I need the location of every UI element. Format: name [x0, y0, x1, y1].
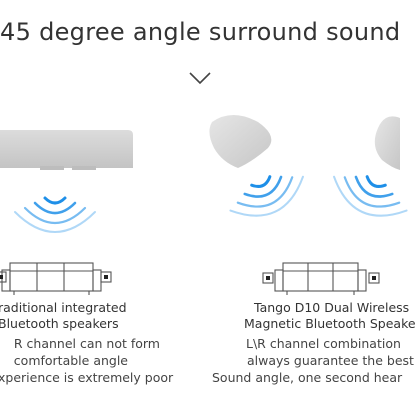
speaker-icon: [262, 272, 274, 284]
left-caption-line2: Bluetooth speakers: [0, 316, 119, 331]
speaker-icon: [100, 271, 112, 283]
sound-wave-icon: [14, 196, 96, 233]
bar-speaker: [0, 130, 133, 170]
left-desc-line1: R channel can not form: [13, 336, 160, 351]
left-caption-line1: raditional integrated: [0, 300, 127, 315]
right-caption-line1: Tango D10 Dual Wireless: [254, 300, 410, 315]
chevron-down-icon: [189, 72, 211, 85]
sofa-icon: [274, 262, 367, 295]
sound-wave-icon: [333, 175, 408, 217]
speaker-icon: [368, 272, 380, 284]
right-desc-line2: always guarantee the best: [247, 353, 414, 368]
speaker-icon: [0, 271, 7, 283]
right-desc-line1: L\R channel combination: [246, 336, 401, 351]
left-desc-line3: xperience is extremely poor: [0, 370, 174, 385]
sofa-icon: [1, 262, 102, 295]
illustration: [0, 115, 408, 295]
speaker-icon: [374, 116, 400, 170]
right-caption-line2: Magnetic Bluetooth Speake: [244, 316, 416, 331]
left-desc-line2: comfortable angle: [13, 353, 128, 368]
sound-wave-icon: [229, 175, 304, 217]
speaker-icon: [209, 115, 272, 168]
right-desc-line3: Sound angle, one second hear: [212, 370, 403, 385]
page-title: 45 degree angle surround sound: [0, 18, 401, 46]
